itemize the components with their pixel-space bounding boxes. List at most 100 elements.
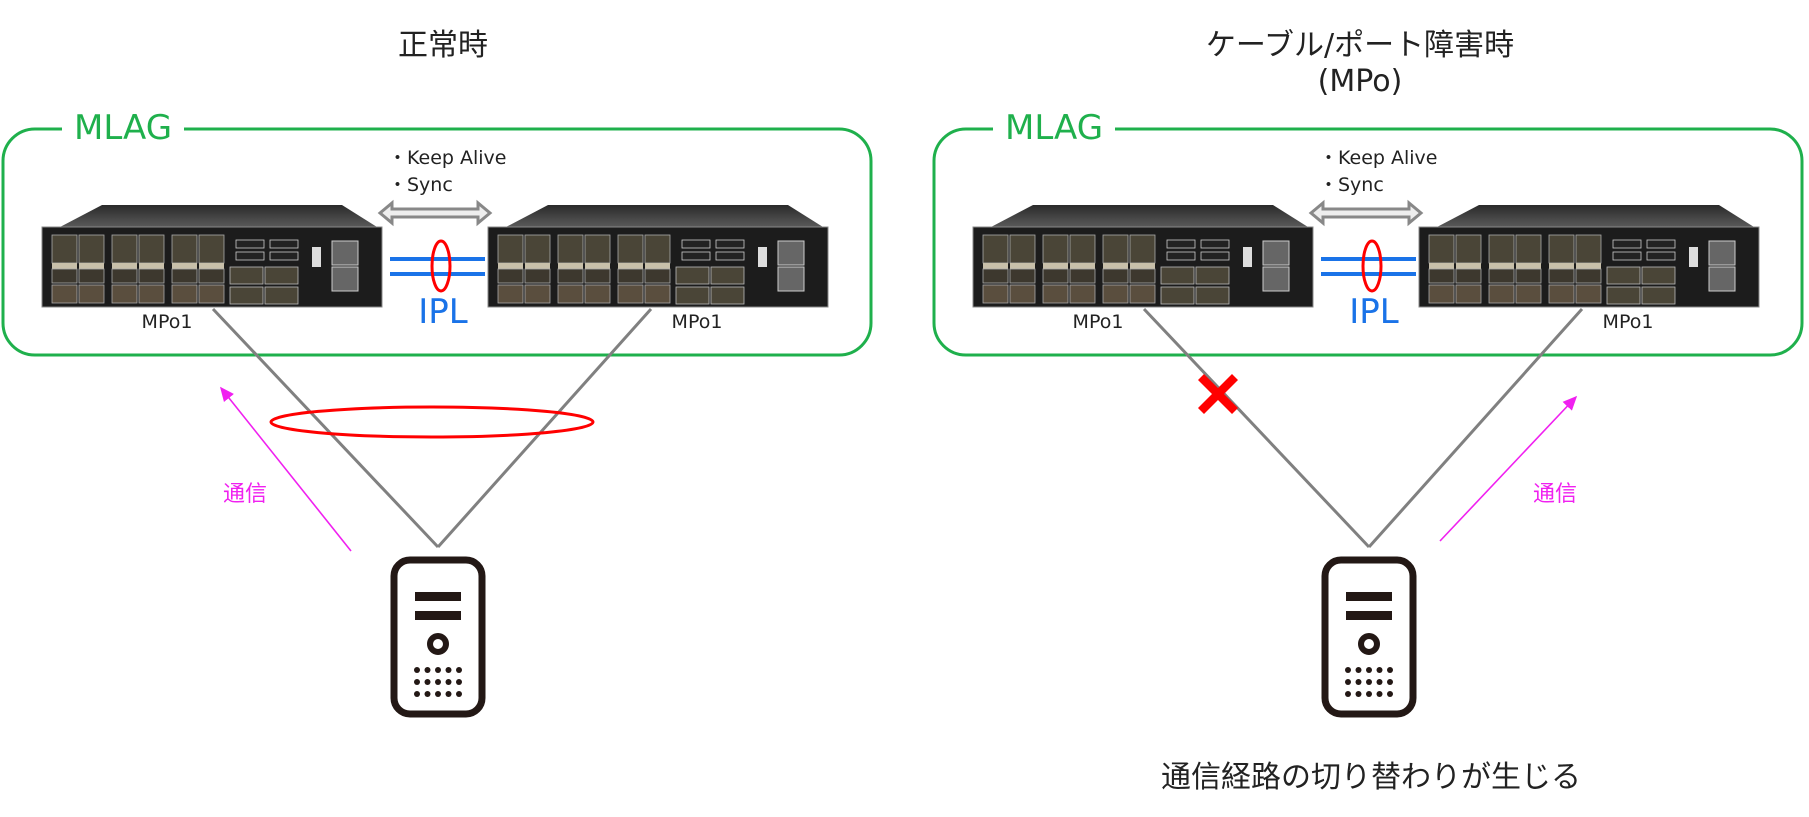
right-mlag-label: MLAG: [993, 108, 1116, 148]
right-caption: 通信経路の切り替わりが生じる: [1161, 760, 1581, 795]
usb-port: [1243, 247, 1252, 267]
server-bar: [415, 592, 461, 601]
port: [1488, 268, 1515, 284]
port: [138, 284, 165, 304]
port-latch: [139, 263, 164, 269]
server-dot: [435, 691, 441, 697]
port: [497, 234, 524, 264]
qsfp-port: [229, 286, 264, 305]
rj45-port: [1708, 240, 1736, 266]
switch-top: [1437, 205, 1754, 227]
keep-alive-label: ・Keep Alive: [388, 147, 507, 169]
server-dot: [414, 667, 420, 673]
qsfp-port: [1195, 286, 1230, 305]
port: [78, 234, 105, 264]
port: [1455, 234, 1482, 264]
server-dot: [1355, 691, 1362, 697]
port: [982, 234, 1009, 264]
server-bar: [1346, 611, 1392, 620]
switch-top: [506, 205, 823, 227]
server-dot: [414, 679, 420, 685]
right-traffic-label: 通信: [1532, 482, 1578, 507]
port: [617, 268, 644, 284]
port-latch: [1489, 263, 1514, 269]
left-mlag-lag-ring: [269, 405, 595, 439]
server-dot: [1387, 667, 1393, 673]
server-dot: [424, 679, 431, 685]
small-port: [681, 239, 711, 249]
port: [1548, 284, 1575, 304]
port-latch: [585, 263, 610, 269]
port-latch: [1516, 263, 1541, 269]
failure-x-icon: [1198, 374, 1238, 414]
left-switch-2-icon: [487, 205, 829, 308]
switch-top: [60, 205, 377, 227]
right-ipl-label: IPL: [1349, 292, 1399, 332]
port: [584, 284, 611, 304]
server-dot: [456, 667, 462, 673]
rj45-port: [777, 266, 805, 292]
small-port: [235, 251, 265, 261]
left-ipl-lag-ring: [430, 239, 452, 293]
usb-port: [758, 247, 767, 267]
port-latch: [983, 263, 1008, 269]
port: [78, 268, 105, 284]
port-latch: [645, 263, 670, 269]
server-dot: [1366, 667, 1372, 673]
port: [198, 284, 225, 304]
right-switch-2-icon: [1418, 205, 1760, 308]
port: [1575, 234, 1602, 264]
port: [1042, 284, 1069, 304]
small-port: [269, 251, 299, 261]
port: [138, 268, 165, 284]
small-port: [715, 251, 745, 261]
port: [171, 234, 198, 264]
qsfp-port: [1606, 266, 1641, 285]
server-dot: [435, 679, 441, 685]
server-dot: [445, 679, 452, 685]
server-dot: [1345, 679, 1351, 685]
port: [1129, 284, 1156, 304]
port: [1428, 234, 1455, 264]
server-dot: [1387, 679, 1393, 685]
server-bar: [415, 611, 461, 620]
port: [617, 284, 644, 304]
port: [111, 268, 138, 284]
right-control-list: ・Keep Alive ・Sync: [1319, 145, 1437, 199]
port: [1069, 234, 1096, 264]
port-latch: [52, 263, 77, 269]
right-port-label-1: MPo1: [1072, 311, 1124, 333]
port-latch: [112, 263, 137, 269]
port: [1042, 268, 1069, 284]
port: [982, 268, 1009, 284]
port: [524, 268, 551, 284]
keep-alive-label: ・Keep Alive: [1319, 147, 1438, 169]
port: [1548, 234, 1575, 264]
qsfp-port: [1606, 286, 1641, 305]
server-dot: [1376, 679, 1383, 685]
right-mlag-box: [932, 127, 1804, 357]
left-mlag-label: MLAG: [62, 108, 185, 148]
port: [1129, 234, 1156, 264]
server-bar: [1346, 592, 1392, 601]
left-link-1: [211, 307, 440, 549]
port: [497, 268, 524, 284]
left-server-icon: [390, 556, 486, 718]
rj45-port: [1262, 266, 1290, 292]
port: [198, 268, 225, 284]
server-dot: [1366, 679, 1372, 685]
port: [1102, 268, 1129, 284]
right-link-2: [1367, 307, 1584, 549]
small-port: [1200, 251, 1230, 261]
port: [644, 268, 671, 284]
right-title: ケーブル/ポート障害時 (MPo): [1206, 20, 1514, 99]
server-dot: [414, 691, 420, 697]
server-dot: [1376, 667, 1383, 673]
left-mlag-box: [1, 127, 873, 357]
right-server-icon: [1321, 556, 1417, 718]
server-dot: [445, 691, 452, 697]
port: [1548, 268, 1575, 284]
right-double-arrow-icon: [1308, 199, 1424, 227]
left-title: 正常時: [398, 28, 488, 63]
usb-port: [1689, 247, 1698, 267]
